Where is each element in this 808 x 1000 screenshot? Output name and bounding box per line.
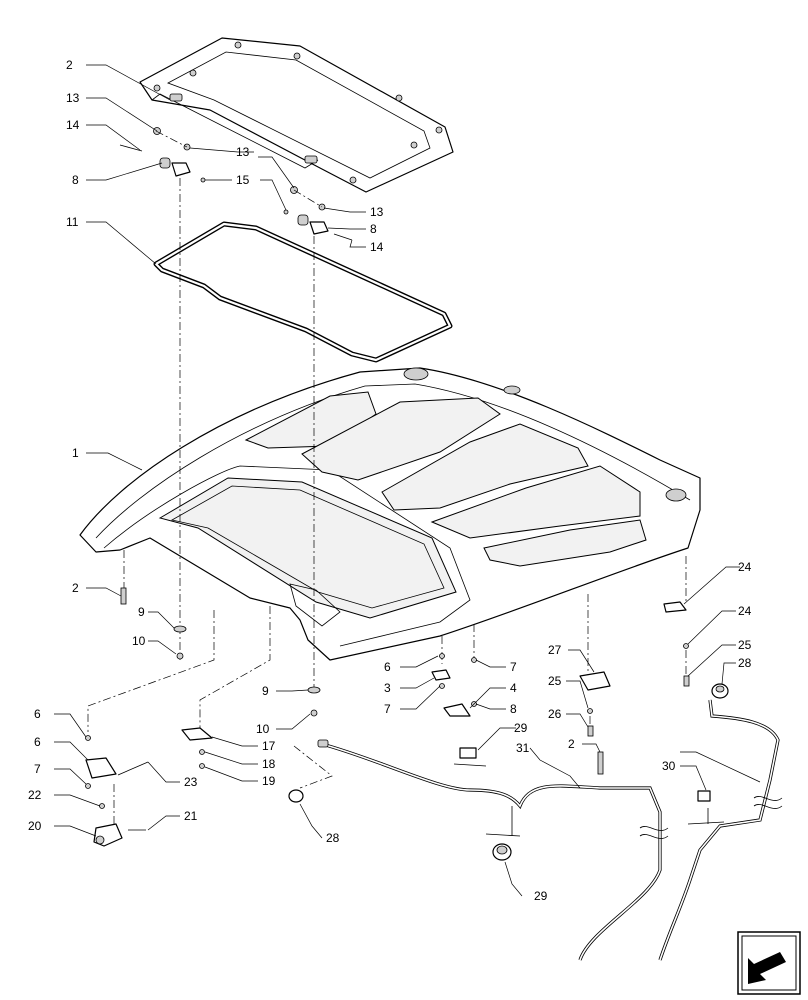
callout-13-c: 13	[370, 205, 384, 219]
callout-10-b: 10	[256, 722, 270, 736]
callout-27: 28	[326, 831, 340, 845]
callout-9-b: 9	[262, 684, 269, 698]
callout-labels: 2 13 14 8 11 1 2 9 10 13 15 13 8 14 9 10…	[28, 58, 752, 903]
callout-9-a: 9	[138, 605, 145, 619]
callout-16: 17	[262, 739, 276, 753]
hatch-seal	[153, 221, 453, 363]
callout-12: 2	[66, 58, 73, 72]
callout-14-b: 14	[370, 240, 384, 254]
callout-20: 21	[184, 809, 198, 823]
callout-7-b: 7	[384, 702, 391, 716]
callout-24-b: 25	[548, 674, 562, 688]
callout-2-b: 2	[568, 737, 575, 751]
roof-shell	[79, 367, 701, 661]
callout-13-a: 13	[66, 91, 80, 105]
callout-4: 4	[510, 681, 517, 695]
hose-fittings	[288, 683, 729, 861]
hinge-hardware	[119, 127, 353, 241]
callout-5: 6	[34, 735, 41, 749]
callout-6-c: 7	[510, 660, 517, 674]
callout-29-a: 29	[514, 721, 528, 735]
callout-7-a: 7	[34, 762, 41, 776]
callout-29-b: 30	[662, 759, 676, 773]
callout-1: 1	[72, 446, 79, 460]
callout-8-a: 8	[72, 173, 79, 187]
callout-6-a: 6	[34, 707, 41, 721]
callout-30: 31	[516, 741, 530, 755]
callout-18: 19	[262, 774, 276, 788]
callout-25-a: 25	[738, 638, 752, 652]
callout-3: 3	[384, 681, 391, 695]
roof-hatch-panel	[139, 37, 454, 193]
callout-22: 23	[184, 775, 198, 789]
callout-17: 18	[262, 757, 276, 771]
drain-hoses	[321, 699, 783, 961]
callout-11: 11	[66, 215, 79, 229]
callout-28-a: 28	[738, 656, 752, 670]
callout-6-b: 6	[384, 660, 391, 674]
callout-23: 24	[738, 560, 752, 574]
callout-10-a: 10	[132, 634, 146, 648]
leader-lines	[54, 64, 761, 897]
callout-28-b: 29	[534, 889, 548, 903]
callout-2-a: 2	[72, 581, 79, 595]
callout-21: 22	[28, 788, 42, 802]
callout-8-b: 8	[370, 222, 377, 236]
callout-26: 27	[548, 643, 562, 657]
callout-19: 20	[28, 819, 42, 833]
callout-24-a: 24	[738, 604, 752, 618]
callout-25-b: 26	[548, 707, 562, 721]
callout-15: 15	[236, 173, 250, 187]
callout-14-a: 14	[66, 118, 80, 132]
next-page-arrow-icon[interactable]	[737, 931, 801, 995]
callout-7-c: 8	[510, 702, 517, 716]
fastener-hardware	[85, 587, 690, 847]
callout-13-b: 13	[236, 145, 250, 159]
